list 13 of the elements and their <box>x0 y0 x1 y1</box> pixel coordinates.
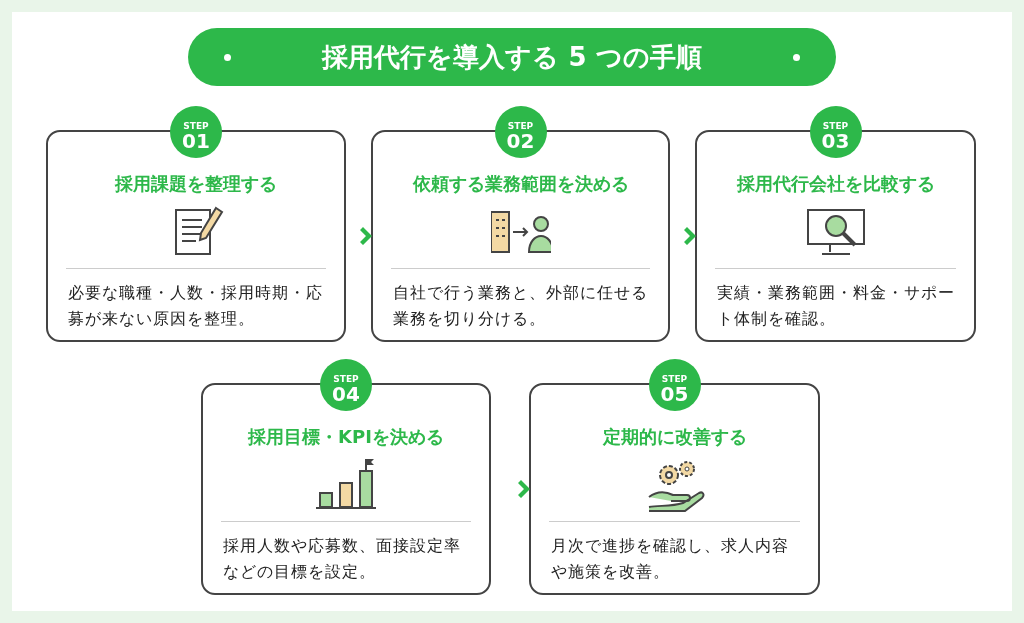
step-title: 採用課題を整理する <box>114 172 278 196</box>
step-description: 月次で進捗を確認し、求人内容や施策を改善。 <box>551 536 790 583</box>
step-title: 依頼する業務範囲を決める <box>411 172 630 196</box>
step-badge: STEP 04 <box>320 359 372 411</box>
step-title: 定期的に改善する <box>601 425 748 449</box>
step-description: 自社で行う業務と、外部に任せる業務を切り分ける。 <box>393 283 649 330</box>
step-description: 必要な職種・人数・採用時期・応募が来ない原因を整理。 <box>68 283 324 330</box>
step-badge: STEP 01 <box>170 106 222 158</box>
title-text: 採用代行を導入する 5 つの手順 <box>322 42 702 72</box>
step-description: 採用人数や応募数、面接設定率などの目標を設定。 <box>223 536 462 583</box>
step-title: 採用代行会社を比較する <box>735 172 936 196</box>
step-title: 採用目標・KPIを決める <box>247 425 445 449</box>
step-description: 実績・業務範囲・料金・サポート体制を確認。 <box>717 283 956 330</box>
